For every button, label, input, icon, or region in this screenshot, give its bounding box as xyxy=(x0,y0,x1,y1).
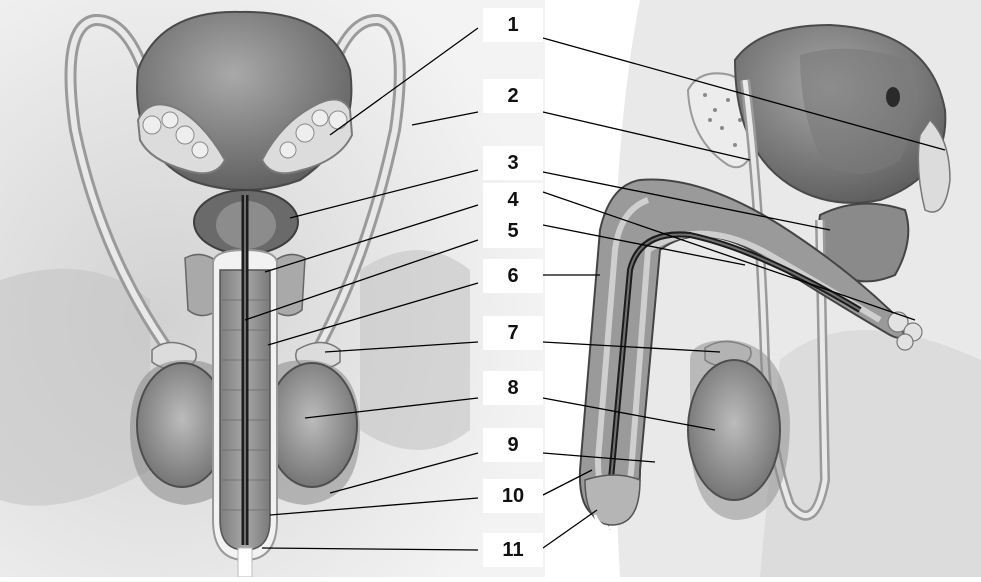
label-8: 8 xyxy=(483,371,543,405)
testis-sagittal xyxy=(688,360,780,500)
label-1: 1 xyxy=(483,8,543,42)
label-6: 6 xyxy=(483,259,543,293)
label-5: 5 xyxy=(483,214,543,248)
label-2: 2 xyxy=(483,79,543,113)
label-9: 9 xyxy=(483,428,543,462)
label-7: 7 xyxy=(483,316,543,350)
label-3: 3 xyxy=(483,146,543,180)
label-4: 4 xyxy=(483,183,543,217)
label-10: 10 xyxy=(483,479,543,513)
label-11: 11 xyxy=(483,533,543,567)
testis-right xyxy=(267,363,357,487)
